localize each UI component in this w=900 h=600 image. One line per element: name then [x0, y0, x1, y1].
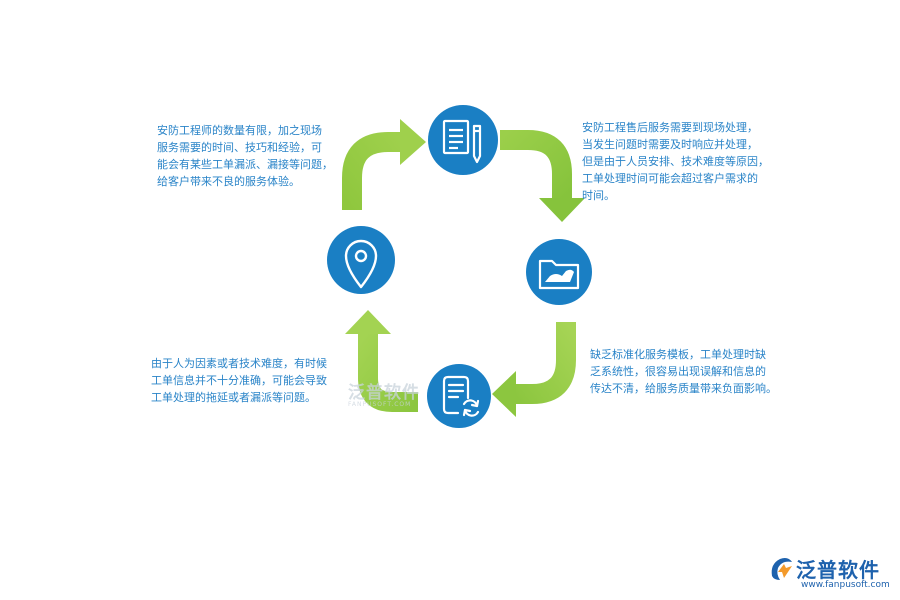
description-bottom-right: 缺乏标准化服务模板，工单处理时缺 乏系统性，很容易出现误解和信息的 传达不清，给… — [590, 346, 777, 397]
arrow-bottom-left — [345, 310, 418, 412]
node-right — [526, 239, 592, 305]
logo-mark-icon — [771, 558, 792, 580]
arrow-top-right — [500, 130, 585, 222]
description-line: 工单处理时间可能会超过客户需求的 — [582, 172, 758, 185]
arrow-bottom-right — [492, 322, 576, 417]
description-line: 由于人为因素或者技术难度，有时候 — [151, 357, 327, 370]
description-bottom-left: 由于人为因素或者技术难度，有时候 工单信息并不十分准确，可能会导致 工单处理的拖… — [151, 355, 327, 406]
folder-icon — [538, 259, 580, 290]
description-line: 传达不清，给服务质量带来负面影响。 — [590, 382, 777, 395]
description-line: 安防工程师的数量有限，加之现场 — [157, 124, 322, 137]
logo-url: www.fanpusoft.com — [801, 580, 890, 590]
description-line: 乏系统性，很容易出现误解和信息的 — [590, 365, 766, 378]
description-line: 缺乏标准化服务模板，工单处理时缺 — [590, 348, 766, 361]
description-line: 工单信息并不十分准确，可能会导致 — [151, 374, 327, 387]
description-line: 服务需要的时间、技巧和经验，可 — [157, 141, 322, 154]
node-left — [327, 226, 395, 294]
description-line: 能会有某些工单漏派、漏接等问题， — [157, 158, 333, 171]
watermark-name: 泛普软件 — [348, 383, 420, 403]
arrow-top-left — [342, 119, 426, 210]
description-line: 当发生问题时需要及时响应并处理， — [582, 138, 758, 151]
watermark-sub: FANPUSOFT.COM — [348, 401, 412, 408]
logo-name: 泛普软件 — [796, 558, 880, 582]
document-refresh-icon — [442, 375, 480, 417]
description-top-right: 安防工程售后服务需要到现场处理， 当发生问题时需要及时响应并处理， 但是由于人员… — [582, 119, 769, 204]
description-line: 但是由于人员安排、技术难度等原因， — [582, 155, 769, 168]
node-bottom — [427, 364, 491, 428]
description-line: 给客户带来不良的服务体验。 — [157, 175, 300, 188]
watermark: 泛普软件 FANPUSOFT.COM — [348, 378, 420, 408]
document-edit-icon — [442, 119, 482, 164]
location-pin-icon — [344, 239, 378, 289]
brand-logo: 泛普软件 www.fanpusoft.com — [768, 552, 892, 594]
description-top-left: 安防工程师的数量有限，加之现场 服务需要的时间、技巧和经验，可 能会有某些工单漏… — [157, 122, 333, 190]
description-line: 安防工程售后服务需要到现场处理， — [582, 121, 758, 134]
description-line: 时间。 — [582, 189, 615, 202]
description-line: 工单处理的拖延或者漏派等问题。 — [151, 391, 316, 404]
node-top — [428, 105, 498, 175]
